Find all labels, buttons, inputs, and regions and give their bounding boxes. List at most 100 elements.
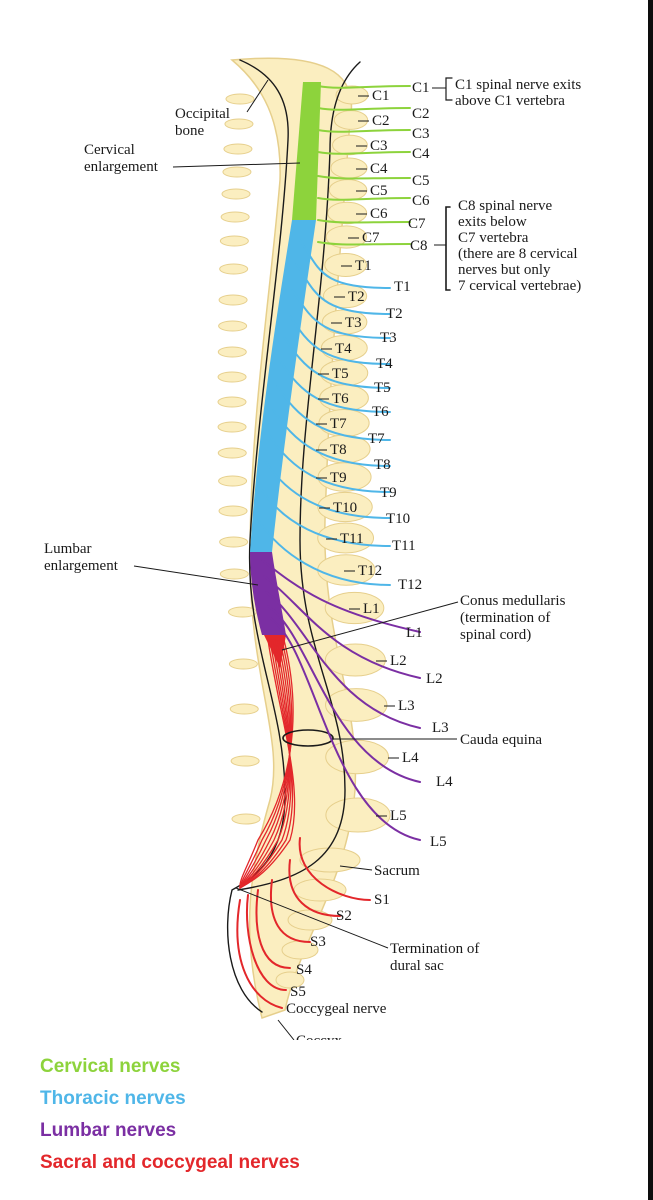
nerve-label-c4: C4 bbox=[412, 146, 430, 162]
nerve-label-s4: S4 bbox=[296, 962, 312, 978]
label-occipital-bone-line-2: bone bbox=[175, 123, 205, 139]
vertebra-label-c6: C6 bbox=[370, 206, 388, 222]
nerve-label-c7: C7 bbox=[408, 216, 426, 232]
spinous-process bbox=[219, 263, 249, 275]
nerve-label-t7: T7 bbox=[368, 431, 385, 447]
spinous-process bbox=[217, 346, 247, 358]
nerve-label-l1: L1 bbox=[406, 625, 423, 641]
spinous-process bbox=[230, 755, 260, 767]
nerve-label-c3: C3 bbox=[412, 126, 430, 142]
nerve-label-s2: S2 bbox=[336, 908, 352, 924]
spinous-process bbox=[220, 211, 250, 223]
diagram-labels: C1C2C3C4C5C6C7T1T2T3T4T5T6T7T8T9T10T11T1… bbox=[44, 77, 581, 1040]
vertebral-body bbox=[325, 797, 391, 833]
spinous-process bbox=[217, 421, 247, 433]
spine-illustration: C1C2C3C4C5C6C7T1T2T3T4T5T6T7T8T9T10T11T1… bbox=[44, 57, 581, 1040]
spinous-process bbox=[218, 475, 248, 487]
spinous-process bbox=[217, 396, 247, 408]
vertebra-label-t6: T6 bbox=[332, 391, 349, 407]
label-lumbar-enlargement-line-2: enlargement bbox=[44, 558, 119, 574]
bracket-c1 bbox=[445, 77, 453, 101]
nerve-coccygeal bbox=[236, 899, 283, 1009]
cauda-equina-strand bbox=[239, 639, 294, 889]
nerve-label-l2: L2 bbox=[426, 671, 443, 687]
cauda-equina-strand bbox=[239, 639, 291, 889]
cord-thoracic-segment bbox=[250, 220, 316, 552]
nerve-label-t5: T5 bbox=[374, 380, 391, 396]
vertebral-body bbox=[325, 225, 368, 249]
nerve-l1 bbox=[261, 559, 421, 633]
nerve-l3 bbox=[265, 591, 421, 729]
label-c8-note-line-5: nerves but only bbox=[458, 262, 551, 278]
vertebra-label-t4: T4 bbox=[335, 341, 352, 357]
vertebra-label-c1: C1 bbox=[372, 88, 390, 104]
vertebra-label-l5: L5 bbox=[390, 808, 407, 824]
vertebral-body bbox=[324, 253, 368, 277]
sacral-segment bbox=[299, 847, 361, 873]
spinous-process bbox=[219, 235, 249, 247]
nerve-label-c2: C2 bbox=[412, 106, 430, 122]
sacral-segment bbox=[287, 909, 333, 931]
nerve-l2 bbox=[263, 575, 421, 679]
spinous-process bbox=[221, 188, 251, 200]
leader-conus-medullaris bbox=[281, 601, 459, 651]
vertebra-label-t5: T5 bbox=[332, 366, 349, 382]
leader-lumbar-enlargement bbox=[133, 565, 259, 586]
label-coccygeal-nerve: Coccygeal nerve bbox=[286, 1001, 387, 1017]
nerve-label-t8: T8 bbox=[374, 457, 391, 473]
label-c1-note-line-2: above C1 vertebra bbox=[455, 93, 565, 109]
vertebral-body bbox=[330, 157, 368, 179]
nerve-label-l5: L5 bbox=[430, 834, 447, 850]
vertebral-body bbox=[333, 110, 369, 130]
cauda-equina-strand bbox=[239, 639, 291, 889]
vertebra-label-t9: T9 bbox=[330, 470, 347, 486]
label-lumbar-enlargement-line-1: Lumbar bbox=[44, 541, 91, 557]
nerve-label-t9: T9 bbox=[380, 485, 397, 501]
spinous-process bbox=[218, 294, 248, 306]
label-cervical-enlargement-line-1: Cervical bbox=[84, 142, 135, 158]
cauda-equina-strand bbox=[239, 639, 292, 889]
vertebra-label-t10: T10 bbox=[333, 500, 357, 516]
leader-lines bbox=[133, 77, 459, 1040]
leader-occipital-bone bbox=[246, 79, 269, 113]
nerve-label-s1: S1 bbox=[374, 892, 390, 908]
nerve-label-t6: T6 bbox=[372, 404, 389, 420]
bracket-c8 bbox=[445, 206, 451, 291]
cauda-equina-strand bbox=[239, 639, 293, 889]
nerve-label-t4: T4 bbox=[376, 356, 393, 372]
legend-sacral: Sacral and coccygeal nerves bbox=[40, 1152, 300, 1173]
nerve-c4 bbox=[317, 151, 411, 155]
vertebral-column bbox=[217, 57, 391, 1019]
label-c8-note-line-4: (there are 8 cervical bbox=[458, 246, 578, 262]
nerve-s2 bbox=[288, 859, 341, 917]
nerve-t2 bbox=[295, 263, 391, 315]
nerve-t11 bbox=[261, 489, 391, 547]
vertebra-label-t12: T12 bbox=[358, 563, 382, 579]
spinous-process bbox=[223, 143, 253, 155]
cauda-equina-strand bbox=[239, 639, 296, 889]
nerve-label-s5: S5 bbox=[290, 984, 306, 1000]
nerve-label-c6: C6 bbox=[412, 193, 430, 209]
label-cauda-equina: Cauda equina bbox=[460, 732, 542, 748]
legend-thoracic: Thoracic nerves bbox=[40, 1088, 186, 1109]
label-termination-dural-sac-line-1: Termination of bbox=[390, 941, 479, 957]
label-c1-note-line-1: C1 spinal nerve exits bbox=[455, 77, 581, 93]
vertebra-label-t3: T3 bbox=[345, 315, 362, 331]
nerve-s1 bbox=[298, 837, 371, 901]
cauda-equina-strand bbox=[239, 639, 294, 889]
spinous-process bbox=[228, 606, 258, 618]
label-termination-dural-sac-line-2: dural sac bbox=[390, 958, 444, 974]
spinous-process bbox=[224, 118, 254, 130]
dura-right-outline bbox=[237, 61, 361, 891]
label-c8-note-line-1: C8 spinal nerve bbox=[458, 198, 552, 214]
spinous-process bbox=[218, 505, 248, 517]
nerve-label-t1: T1 bbox=[394, 279, 411, 295]
vertebra-label-c3: C3 bbox=[370, 138, 388, 154]
vertebral-body bbox=[325, 688, 388, 722]
nerve-t4 bbox=[287, 313, 391, 365]
vertebra-label-l4: L4 bbox=[402, 750, 419, 766]
nerve-t1 bbox=[299, 239, 391, 289]
cauda-equina-ring bbox=[282, 729, 334, 747]
nerve-label-l3: L3 bbox=[432, 720, 449, 736]
leader-cervical-enlargement bbox=[172, 162, 301, 168]
